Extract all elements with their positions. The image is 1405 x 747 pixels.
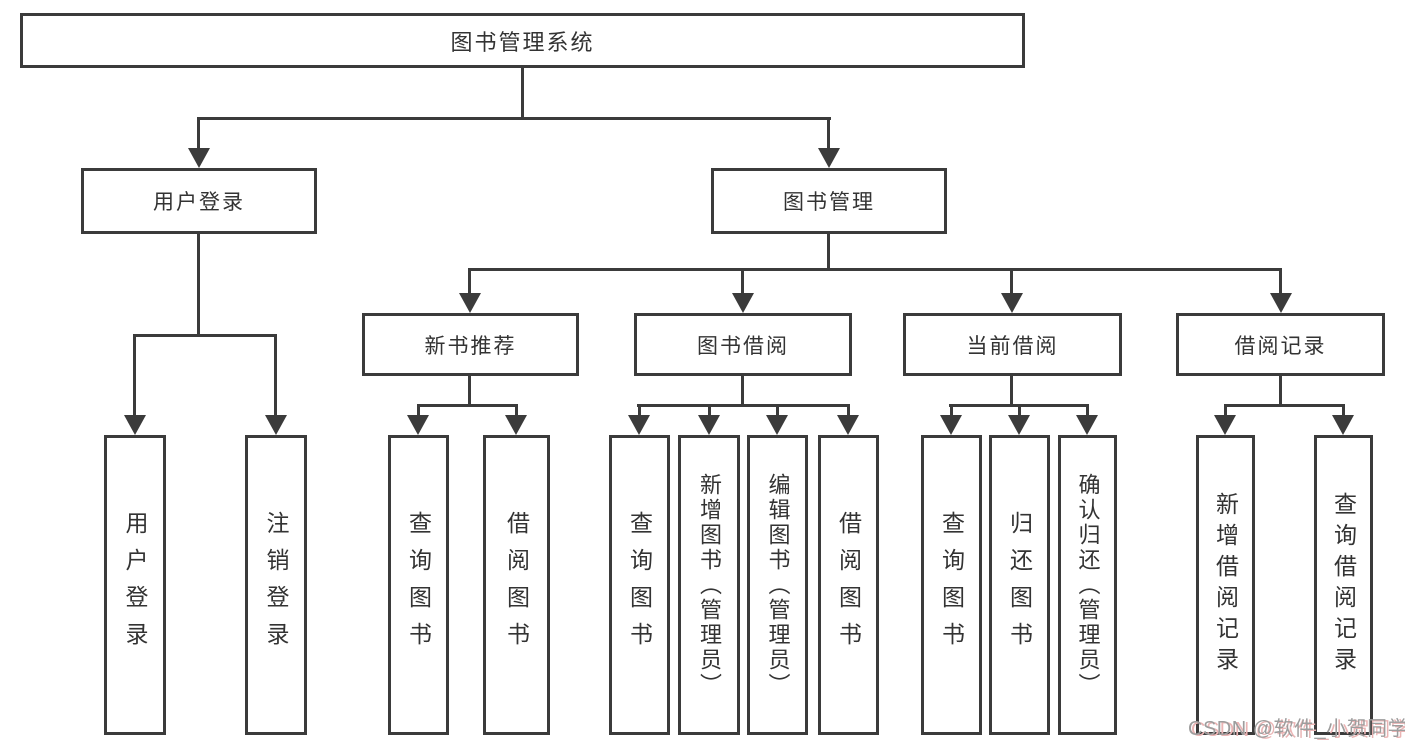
arrowhead-down bbox=[1270, 293, 1292, 313]
connector-drop bbox=[515, 404, 518, 417]
leaf-label: 新增图书（管理员） bbox=[697, 472, 722, 698]
connector-stem bbox=[1279, 374, 1282, 406]
connector-drop bbox=[741, 268, 744, 293]
arrowhead-down bbox=[837, 415, 859, 435]
leaf-query-borrow-record: 查询借阅记录 bbox=[1314, 435, 1373, 735]
arrowhead-down bbox=[265, 415, 287, 435]
leaf-user-login: 用户登录 bbox=[104, 435, 166, 735]
leaf-label: 用户登录 bbox=[122, 511, 148, 659]
connector-root-stem bbox=[521, 66, 524, 119]
connector-level3-split bbox=[468, 268, 1281, 271]
leaf-label: 查询图书 bbox=[938, 511, 965, 659]
leaf-query-books-2: 查询图书 bbox=[609, 435, 670, 735]
leaf-label: 查询借阅记录 bbox=[1330, 492, 1357, 678]
csdn-watermark: CSDN @软件_小贺同学 bbox=[1188, 718, 1405, 740]
node-current-borrowing: 当前借阅 bbox=[903, 313, 1122, 376]
leaf-label: 查询图书 bbox=[405, 511, 432, 659]
leaf-logout-login: 注销登录 bbox=[245, 435, 307, 735]
connector-book-mgmt-stem bbox=[827, 232, 830, 271]
node-book-borrowing: 图书借阅 bbox=[634, 313, 852, 376]
connector-drop bbox=[1010, 268, 1013, 293]
leaf-add-borrow-record: 新增借阅记录 bbox=[1196, 435, 1255, 735]
connector-drop bbox=[1224, 404, 1227, 417]
connector-drop bbox=[1342, 404, 1345, 417]
connector-level2-split bbox=[197, 117, 831, 120]
leaf-query-books-3: 查询图书 bbox=[921, 435, 982, 735]
leaf-label: 归还图书 bbox=[1006, 511, 1033, 659]
arrowhead-down bbox=[505, 415, 527, 435]
connector-stem bbox=[741, 374, 744, 406]
arrowhead-down bbox=[940, 415, 962, 435]
arrowhead-down bbox=[732, 293, 754, 313]
arrowhead-down bbox=[1001, 293, 1023, 313]
connector-drop bbox=[468, 268, 471, 293]
leaf-label: 注销登录 bbox=[263, 511, 289, 659]
leaf-label: 借阅图书 bbox=[835, 511, 862, 659]
node-new-book-recommend: 新书推荐 bbox=[362, 313, 579, 376]
arrowhead-down bbox=[459, 293, 481, 313]
connector-drop bbox=[1018, 404, 1021, 417]
leaf-confirm-return-admin: 确认归还（管理员） bbox=[1058, 435, 1117, 735]
leaf-add-book-admin: 新增图书（管理员） bbox=[678, 435, 740, 735]
arrowhead-down bbox=[628, 415, 650, 435]
arrowhead-down bbox=[124, 415, 146, 435]
connector-drop bbox=[847, 404, 850, 417]
node-book-management: 图书管理 bbox=[711, 168, 947, 234]
node-library-system: 图书管理系统 bbox=[20, 13, 1025, 68]
arrowhead-down bbox=[1008, 415, 1030, 435]
connector-drop bbox=[417, 404, 420, 417]
connector-drop bbox=[274, 334, 277, 417]
leaf-return-books: 归还图书 bbox=[989, 435, 1050, 735]
connector-stem bbox=[468, 374, 471, 406]
node-user-login: 用户登录 bbox=[81, 168, 317, 234]
connector-leaf-split bbox=[637, 404, 849, 407]
leaf-edit-book-admin: 编辑图书（管理员） bbox=[747, 435, 808, 735]
connector-leaf-split bbox=[1224, 404, 1344, 407]
connector-drop bbox=[638, 404, 641, 417]
arrowhead-down bbox=[818, 148, 840, 168]
connector-drop bbox=[1086, 404, 1089, 417]
arrowhead-down bbox=[766, 415, 788, 435]
leaf-label: 编辑图书（管理员） bbox=[765, 472, 791, 698]
arrowhead-down bbox=[407, 415, 429, 435]
arrowhead-down bbox=[1332, 415, 1354, 435]
leaf-label: 查询图书 bbox=[626, 511, 653, 659]
connector-user-login-stem bbox=[197, 232, 200, 336]
arrowhead-down bbox=[188, 148, 210, 168]
leaf-query-books-1: 查询图书 bbox=[388, 435, 449, 735]
arrowhead-down bbox=[1214, 415, 1236, 435]
connector-drop bbox=[133, 334, 136, 417]
leaf-borrow-books-1: 借阅图书 bbox=[483, 435, 550, 735]
connector-user-login-split bbox=[133, 334, 277, 337]
connector-leaf-split bbox=[417, 404, 518, 407]
connector-drop bbox=[776, 404, 779, 417]
connector-drop bbox=[950, 404, 953, 417]
node-borrow-records: 借阅记录 bbox=[1176, 313, 1385, 376]
leaf-label: 借阅图书 bbox=[503, 511, 530, 659]
connector-stem bbox=[1010, 374, 1013, 406]
connector-drop bbox=[197, 117, 200, 150]
leaf-borrow-books-2: 借阅图书 bbox=[818, 435, 879, 735]
connector-drop bbox=[708, 404, 711, 417]
connector-drop bbox=[827, 117, 830, 150]
leaf-label: 确认归还（管理员） bbox=[1075, 472, 1101, 698]
connector-drop bbox=[1279, 268, 1282, 293]
leaf-label: 新增借阅记录 bbox=[1212, 492, 1239, 678]
arrowhead-down bbox=[1076, 415, 1098, 435]
arrowhead-down bbox=[698, 415, 720, 435]
